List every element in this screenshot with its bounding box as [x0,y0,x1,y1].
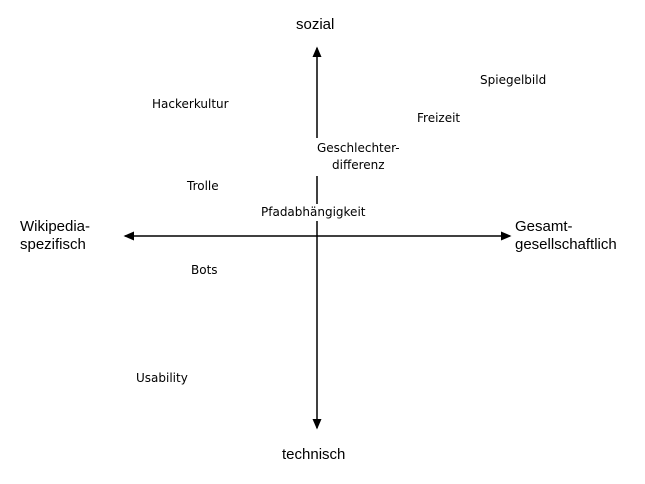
label-pfadabhaengigkeit: Pfadabhängigkeit [259,204,368,221]
axis-label-left-2: spezifisch [20,236,86,253]
axis-label-left-1: Wikipedia- [20,218,91,235]
label-geschlechter-2: differenz [332,158,385,172]
label-usability: Usability [134,370,190,387]
axis-label-right-2: gesellschaftlich [515,236,617,253]
label-freizeit: Freizeit [415,110,463,127]
label-trolle: Trolle [185,178,221,195]
label-spiegelbild: Spiegelbild [478,72,549,89]
axis-label-right-1: Gesamt- [515,218,573,235]
label-geschlechterdifferenz: Geschlechter-differenz [315,138,402,176]
axis-label-top: sozial [296,16,335,33]
label-hackerkultur: Hackerkultur [150,96,231,113]
axis-label-left: Wikipedia-spezifisch [20,218,90,254]
label-geschlechter-1: Geschlechter- [317,141,400,155]
label-bots: Bots [189,262,220,279]
axis-label-right: Gesamt-gesellschaftlich [515,218,617,254]
axis-label-bottom: technisch [282,446,346,463]
